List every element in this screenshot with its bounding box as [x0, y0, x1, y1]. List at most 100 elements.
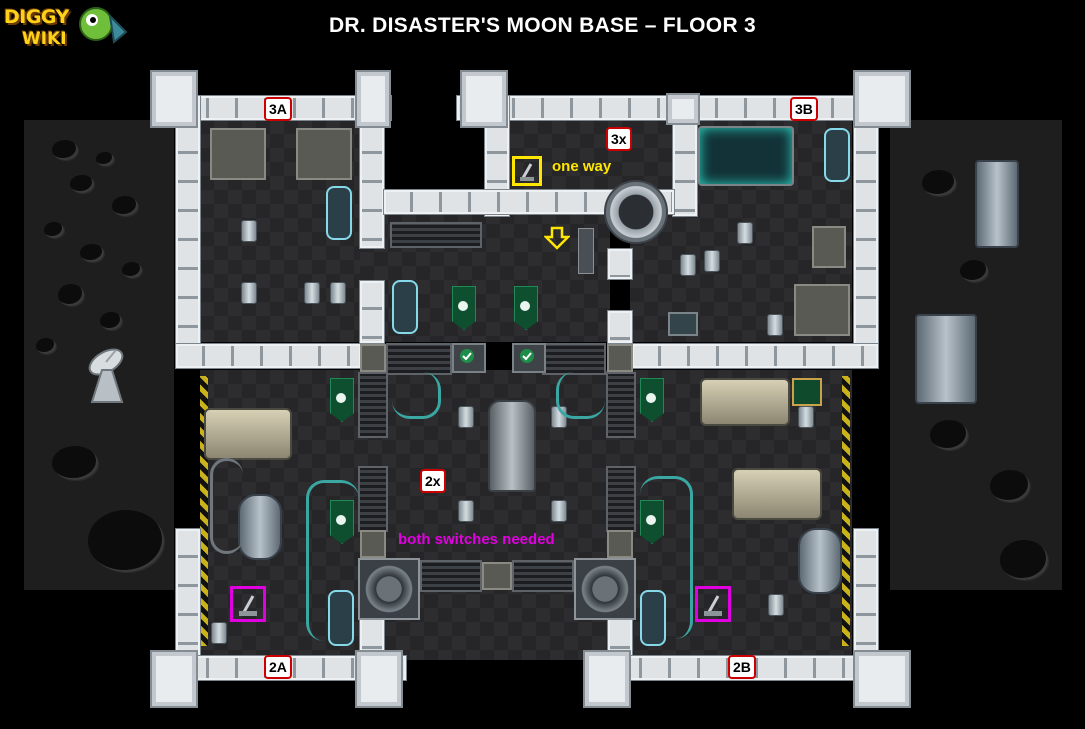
canister[interactable] [211, 622, 227, 644]
wall [359, 280, 385, 344]
canister[interactable] [330, 282, 346, 304]
logo-line-1: DIGGY [4, 6, 69, 28]
power-cable [210, 458, 243, 554]
crater [100, 312, 122, 330]
crater [122, 262, 142, 278]
canister[interactable] [768, 594, 784, 616]
green-banner [640, 378, 664, 422]
satellite-dish-icon [88, 348, 124, 403]
page-title: DR. DISASTER'S MOON BASE – FLOOR 3 [328, 14, 757, 37]
diggy-mascot-icon [79, 7, 128, 44]
door-block [420, 560, 482, 592]
badge-sign [792, 378, 822, 406]
wall-joint [355, 70, 391, 128]
canister[interactable] [458, 500, 474, 522]
hazard-stripe [842, 376, 850, 646]
console-panel [390, 222, 482, 248]
crater [52, 446, 98, 480]
green-banner [514, 286, 538, 330]
canister[interactable] [458, 406, 474, 428]
door-block [386, 343, 452, 375]
generator [798, 528, 842, 594]
canister[interactable] [241, 282, 257, 304]
door-block [542, 343, 606, 375]
check-icon [460, 349, 474, 363]
vault-door[interactable] [358, 558, 420, 620]
wall-joint [355, 650, 403, 708]
crater [88, 510, 164, 572]
wall-joint [853, 650, 911, 708]
wall [631, 343, 879, 369]
hazard-stripe [200, 376, 208, 646]
crater [930, 420, 968, 450]
control-screen [698, 126, 794, 186]
cryo-pod [392, 280, 418, 334]
canister[interactable] [767, 314, 783, 336]
control-lever[interactable] [578, 228, 594, 274]
vertical-grate [606, 372, 636, 438]
corner-block [607, 344, 633, 372]
room-label-3x: 3x [606, 127, 632, 151]
crater [44, 222, 64, 238]
corner-block [360, 530, 386, 558]
drill-machine [732, 468, 822, 520]
crater [1000, 540, 1048, 580]
room-label-2a: 2A [264, 655, 292, 679]
weapon-rack [794, 284, 850, 336]
lever-icon[interactable] [512, 156, 542, 186]
canister[interactable] [680, 254, 696, 276]
green-banner [330, 378, 354, 422]
portal-hatch[interactable] [604, 180, 668, 244]
weapon-rack [296, 128, 352, 180]
wall [607, 310, 633, 344]
door-block [512, 560, 574, 592]
crater [70, 175, 94, 193]
drill-machine [204, 408, 292, 460]
canister[interactable] [304, 282, 320, 304]
wall [607, 248, 633, 280]
vertical-grate [606, 466, 636, 532]
room-label-3a: 3A [264, 97, 292, 121]
one-way-note: one way [552, 158, 612, 175]
diggy-wiki-logo[interactable]: DIGGY WIKI [0, 0, 130, 60]
wall-joint [150, 650, 198, 708]
drill-machine [700, 378, 790, 426]
canister[interactable] [551, 500, 567, 522]
wall-joint [583, 650, 631, 708]
crater [922, 170, 956, 196]
corner-block [482, 562, 512, 590]
crater [96, 152, 114, 166]
crater [960, 260, 988, 282]
coolant-pipe [306, 480, 359, 641]
cryo-pod [824, 128, 850, 182]
coolant-pipe [640, 476, 693, 639]
coolant-pipe [556, 372, 605, 419]
wall-joint [460, 70, 508, 128]
wall-joint [150, 70, 198, 128]
logo-line-2: WIKI [22, 29, 67, 49]
canister[interactable] [737, 222, 753, 244]
wall [853, 95, 879, 369]
canister[interactable] [704, 250, 720, 272]
green-banner [330, 500, 354, 544]
cryo-pod [326, 186, 352, 240]
canister[interactable] [241, 220, 257, 242]
storage-cabinet [812, 226, 846, 268]
crater [58, 284, 84, 306]
vertical-grate [358, 466, 388, 532]
wall-joint [853, 70, 911, 128]
wall [175, 343, 362, 369]
green-banner [640, 500, 664, 544]
lever-icon[interactable] [230, 586, 266, 622]
corner-block [607, 530, 633, 558]
lever-icon[interactable] [695, 586, 731, 622]
robot-statue [488, 400, 536, 492]
switches-note: both switches needed [398, 531, 555, 548]
down-arrow-icon [544, 226, 570, 250]
vault-door[interactable] [574, 558, 636, 620]
crater [36, 338, 56, 354]
turret-tower [915, 314, 977, 404]
canister[interactable] [798, 406, 814, 428]
coolant-pipe [392, 372, 441, 419]
crater [990, 470, 1030, 502]
